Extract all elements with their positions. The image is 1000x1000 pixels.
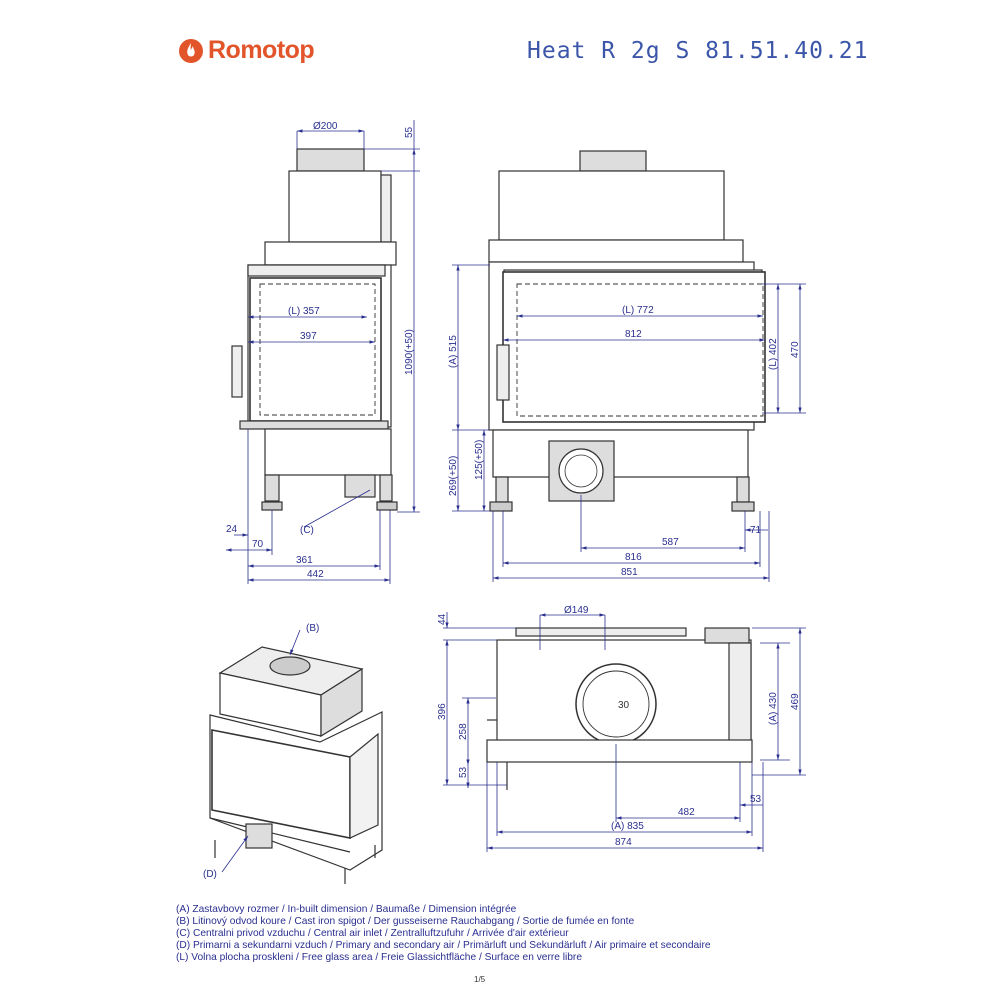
legend-item-l: (L) Volna plocha proskleni / Free glass … <box>176 952 582 964</box>
front-view <box>488 150 766 512</box>
dim-side-flue-diameter: Ø200 <box>313 121 338 132</box>
dim-side-glass-width: (L) 357 <box>288 306 320 317</box>
dim-side-total-height: 1090(+50) <box>404 329 415 375</box>
dim-side-depth-361: 361 <box>296 555 313 566</box>
brand-logo: Romotop <box>178 36 315 65</box>
dim-front-851: 851 <box>621 567 638 578</box>
legend-item-c: (C) Centralni privod vzduchu / Central a… <box>176 928 569 940</box>
dim-top-width-874: 874 <box>615 837 632 848</box>
dim-front-glass-width: (L) 772 <box>622 305 654 316</box>
dim-side-top-offset: 55 <box>404 126 415 138</box>
dimension-lines <box>221 120 806 873</box>
dim-top-396: 396 <box>437 703 448 720</box>
dim-front-height-a: (A) 515 <box>448 335 459 368</box>
legend-item-b: (B) Litinový odvod koure / Cast iron spi… <box>176 916 635 928</box>
dim-side-inner-width: 397 <box>300 331 317 342</box>
dim-front-71: 71 <box>750 525 762 536</box>
legend-item-a: (A) Zastavbovy rozmer / In-built dimensi… <box>176 904 517 915</box>
isometric-view <box>209 646 383 884</box>
dim-top-53-left: 53 <box>458 766 469 778</box>
dim-top-44: 44 <box>437 613 448 625</box>
dim-front-glass-height: (L) 402 <box>768 338 779 370</box>
dim-front-height-470: 470 <box>790 341 801 358</box>
dim-top-width-a: (A) 835 <box>611 821 644 832</box>
side-view <box>231 148 398 511</box>
model-title: Heat R 2g S 81.51.40.21 <box>527 38 869 64</box>
dim-front-587: 587 <box>662 537 679 548</box>
callout-b: (B) <box>306 623 319 634</box>
dim-front-816: 816 <box>625 552 642 563</box>
dim-top-flue-diameter: Ø149 <box>564 605 589 616</box>
dim-side-foot-70: 70 <box>252 539 264 550</box>
dim-front-269: 269(+50) <box>448 456 459 496</box>
dim-top-258: 258 <box>458 723 469 740</box>
legend-item-d: (D) Primarni a sekundarni vzduch / Prima… <box>176 940 711 952</box>
flame-icon <box>179 38 203 63</box>
dim-side-foot-24: 24 <box>226 524 238 535</box>
dim-top-depth-a: (A) 430 <box>768 692 779 725</box>
page-number: 1/5 <box>474 975 486 984</box>
dim-top-angle: 30 <box>618 700 630 711</box>
dim-front-inner-width: 812 <box>625 329 642 340</box>
dim-side-depth-442: 442 <box>307 569 324 580</box>
callout-d: (D) <box>203 869 217 880</box>
dim-front-125: 125(+50) <box>474 440 485 480</box>
brand-name: Romotop <box>208 36 315 64</box>
callout-c: (C) <box>300 525 314 536</box>
legend: (A) Zastavbovy rozmer / In-built dimensi… <box>176 904 711 964</box>
dim-top-depth-469: 469 <box>790 693 801 710</box>
dim-top-53-right: 53 <box>750 794 762 805</box>
dim-top-482: 482 <box>678 807 695 818</box>
top-view <box>486 627 753 790</box>
